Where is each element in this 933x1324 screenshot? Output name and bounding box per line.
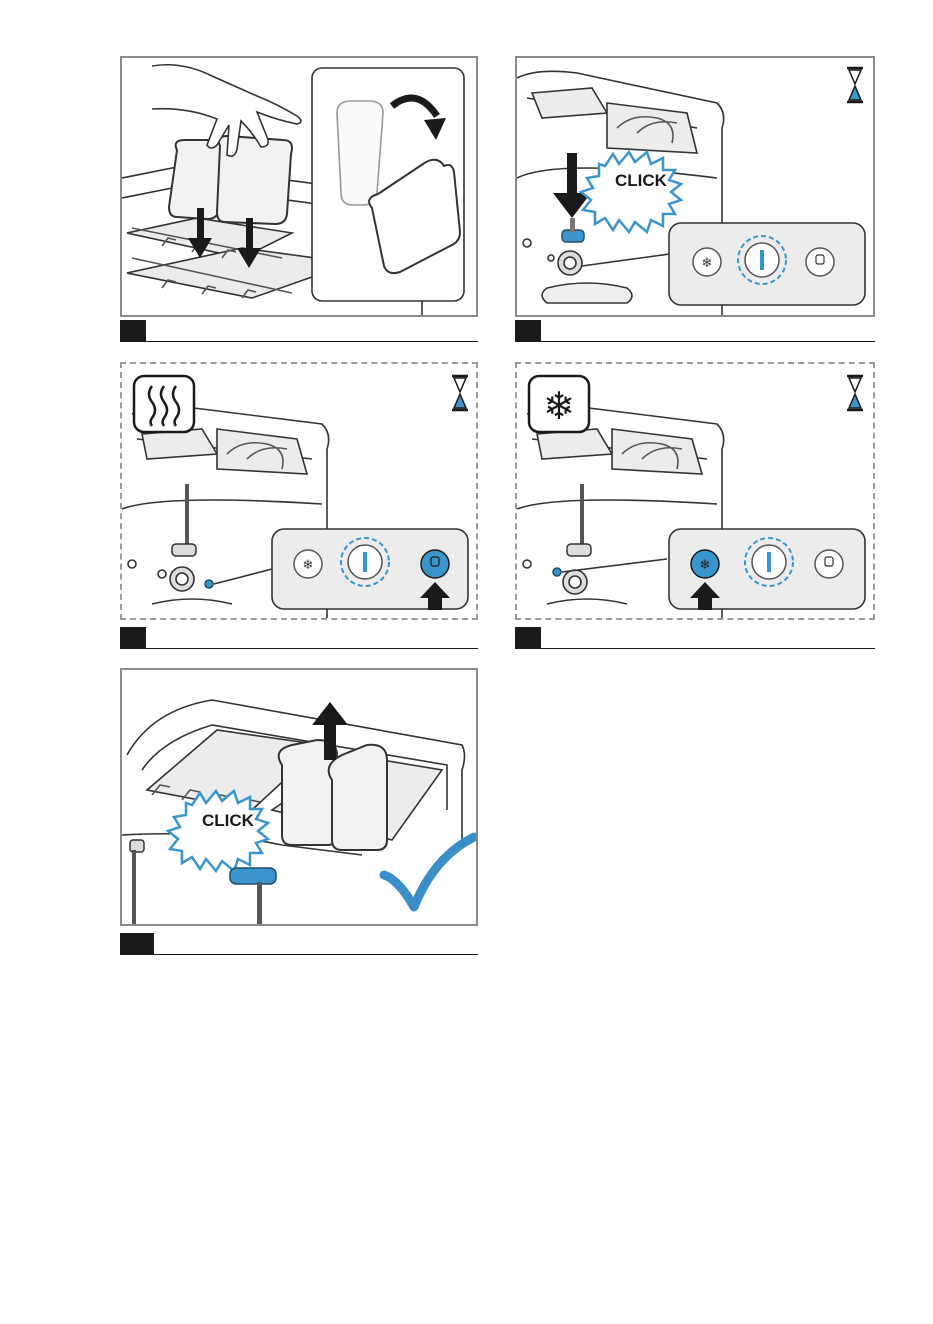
defrost-button: ❄ <box>693 248 721 276</box>
defrost-button: ❄ <box>691 550 719 578</box>
svg-text:❄: ❄ <box>543 384 575 428</box>
snowflake-icon: ❄ <box>702 256 713 271</box>
step-4-panel: ❄ ❄ <box>515 362 875 620</box>
hourglass-icon <box>847 376 863 410</box>
step-2-panel: CLICK ❄ <box>515 56 875 317</box>
control-panel: ❄ <box>669 223 865 305</box>
step-4-underline <box>541 648 875 649</box>
step-5-label-bar <box>120 933 154 955</box>
snowflake-icon: ❄ <box>529 376 589 432</box>
reheat-button <box>806 248 834 276</box>
step-5-underline <box>154 954 478 955</box>
lever-icon <box>567 484 591 556</box>
step-3-illustration: ❄ <box>122 364 476 618</box>
step-3-panel: ❄ <box>120 362 478 620</box>
step-2-illustration: CLICK ❄ <box>517 58 873 315</box>
snowflake-icon: ❄ <box>303 558 314 573</box>
control-panel: ❄ <box>669 529 865 610</box>
toaster-knob <box>553 559 667 594</box>
click-text: CLICK <box>202 811 255 830</box>
step-1-panel <box>120 56 478 317</box>
step-2-label-bar <box>515 320 541 342</box>
step-1-label-bar <box>120 320 146 342</box>
hourglass-icon <box>452 376 468 410</box>
step-4-illustration: ❄ ❄ <box>517 364 873 618</box>
toaster-knob <box>170 567 272 591</box>
step-3-underline <box>146 648 478 649</box>
control-panel: ❄ <box>272 529 468 610</box>
toaster-knob <box>548 251 677 275</box>
step-5-panel: CLICK <box>120 668 478 926</box>
step-3-label-bar <box>120 627 146 649</box>
checkmark-icon <box>384 837 474 907</box>
lever-icon <box>172 484 196 556</box>
heat-waves-icon <box>134 376 194 432</box>
reheat-button <box>815 550 843 578</box>
click-burst-icon: CLICK <box>581 152 681 232</box>
step-2-underline <box>541 341 875 342</box>
lever-icon <box>562 218 584 242</box>
hourglass-icon <box>847 68 863 102</box>
click-text: CLICK <box>615 171 668 190</box>
bread-slice-icon <box>337 101 383 205</box>
step-1-illustration <box>122 58 476 315</box>
step-4-label-bar <box>515 627 541 649</box>
step-5-illustration: CLICK <box>122 670 476 924</box>
step-1-underline <box>146 341 478 342</box>
snowflake-icon: ❄ <box>700 558 711 573</box>
reheat-button <box>421 550 449 578</box>
defrost-button: ❄ <box>294 550 322 578</box>
